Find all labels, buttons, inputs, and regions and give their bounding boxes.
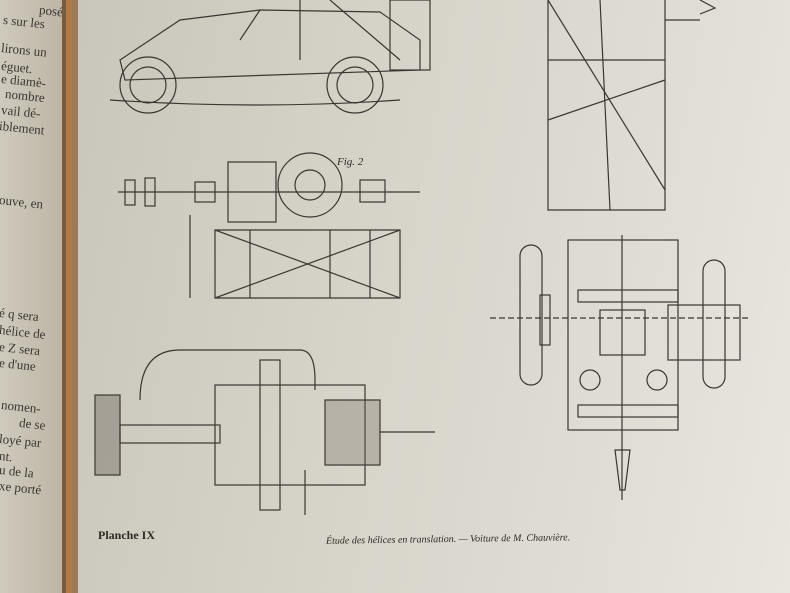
car-drawing — [109, 0, 431, 114]
page-edge — [72, 0, 78, 593]
page-edge — [66, 0, 72, 593]
plate-label: Planche IX — [98, 528, 155, 542]
figure-label: Fig. 2 — [337, 156, 364, 168]
plate-page — [78, 0, 790, 593]
fig2-drawing — [118, 152, 420, 299]
plan-drawing — [490, 235, 750, 500]
injector-drawing — [94, 349, 435, 515]
left-page: posé s sur les lirons un éguet. e diamè-… — [0, 0, 64, 593]
frame-drawing — [547, 0, 717, 211]
page-edge — [62, 0, 66, 593]
